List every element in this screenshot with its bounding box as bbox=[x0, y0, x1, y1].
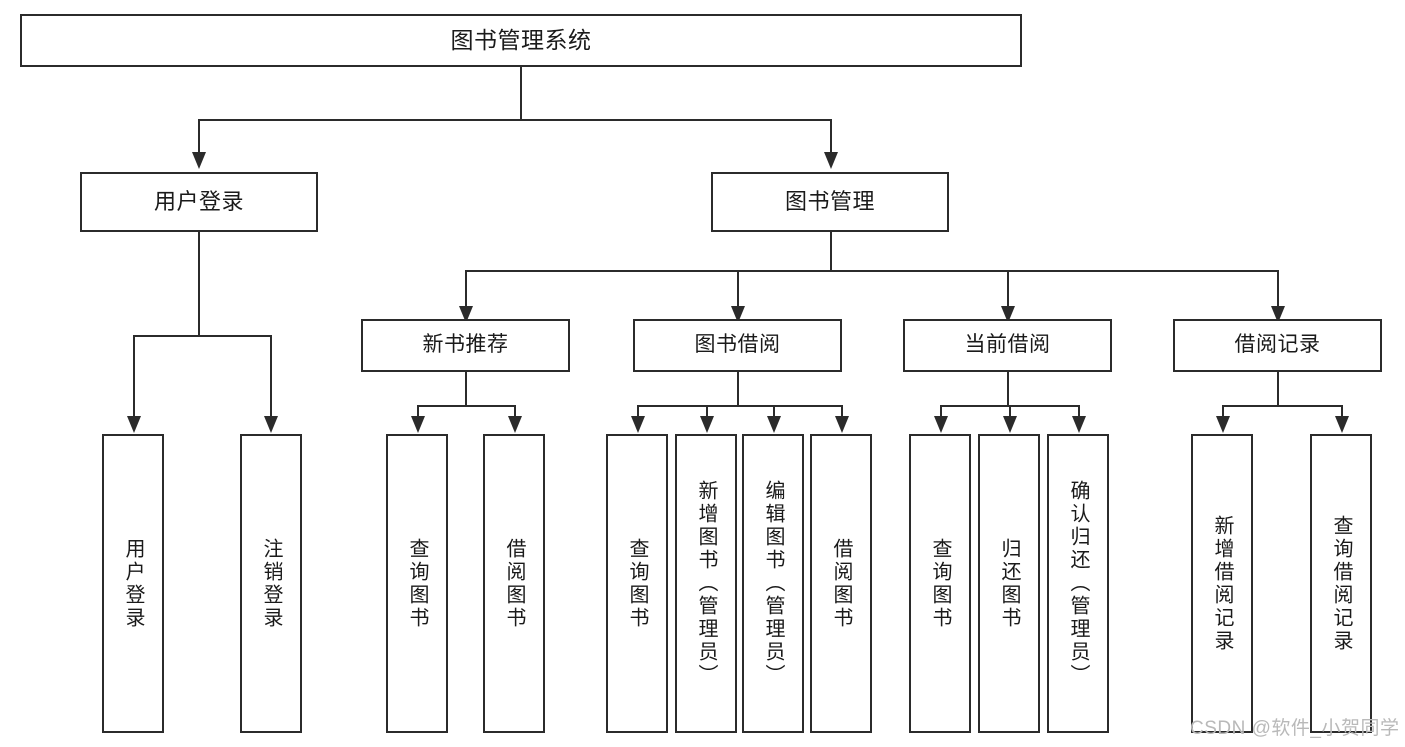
leaf-query-book-borrow[interactable]: 查询图书 bbox=[606, 434, 668, 733]
edge-cb-to-leaf-0 bbox=[940, 405, 942, 418]
node-label: 查询图书 bbox=[929, 537, 951, 630]
edge-current-borrow-stem bbox=[1007, 372, 1009, 405]
edge-bb-to-leaf-2 bbox=[773, 405, 775, 418]
arrow-to-leaf-confirm-return bbox=[1072, 416, 1086, 433]
node-label: 注销登录 bbox=[260, 537, 282, 630]
arrow-to-new-book-recommend bbox=[459, 306, 473, 323]
leaf-user-login[interactable]: 用户登录 bbox=[102, 434, 164, 733]
edge-bb-to-leaf-0 bbox=[637, 405, 639, 418]
node-label: 图书管理 bbox=[784, 189, 875, 215]
node-label: 新书推荐 bbox=[422, 333, 509, 357]
node-label: 确认归还（管理员） bbox=[1067, 480, 1089, 687]
node-label: 查询借阅记录 bbox=[1330, 514, 1352, 653]
edge-br-to-leaf-1 bbox=[1341, 405, 1343, 418]
edge-bb-to-leaf-3 bbox=[841, 405, 843, 418]
edge-cb-to-leaf-1 bbox=[1009, 405, 1011, 418]
arrow-to-leaf-query-book-b bbox=[631, 416, 645, 433]
node-label: 借阅图书 bbox=[830, 537, 852, 630]
edge-new-book-distributor bbox=[417, 405, 514, 407]
arrow-to-leaf-borrow-book-b bbox=[835, 416, 849, 433]
node-new-book-recommend[interactable]: 新书推荐 bbox=[361, 319, 570, 372]
edge-cb-to-leaf-2 bbox=[1078, 405, 1080, 418]
edge-bb-to-leaf-1 bbox=[706, 405, 708, 418]
node-label: 归还图书 bbox=[998, 537, 1020, 630]
arrow-to-leaf-return-book bbox=[1003, 416, 1017, 433]
edge-borrow-record-distributor bbox=[1222, 405, 1341, 407]
leaf-query-borrow-record[interactable]: 查询借阅记录 bbox=[1310, 434, 1372, 733]
arrow-to-leaf-logout bbox=[264, 416, 278, 433]
edge-user-login-to-leaf-1 bbox=[270, 335, 272, 418]
edge-book-management-distributor bbox=[465, 270, 1278, 272]
arrow-to-book-management bbox=[824, 152, 838, 169]
edge-bm-to-book-borrow bbox=[737, 270, 739, 308]
leaf-logout[interactable]: 注销登录 bbox=[240, 434, 302, 733]
edge-br-to-leaf-0 bbox=[1222, 405, 1224, 418]
edge-new-book-stem bbox=[465, 372, 467, 405]
node-book-borrow[interactable]: 图书借阅 bbox=[633, 319, 842, 372]
arrow-to-leaf-query-book-a bbox=[411, 416, 425, 433]
edge-bm-to-current-borrow bbox=[1007, 270, 1009, 308]
arrow-to-leaf-query-book-c bbox=[934, 416, 948, 433]
arrow-to-borrow-record bbox=[1271, 306, 1285, 323]
edge-root-distributor bbox=[198, 119, 832, 121]
edge-root-to-user-login bbox=[198, 119, 200, 152]
node-label: 图书管理系统 bbox=[450, 26, 592, 53]
edge-user-login-to-leaf-0 bbox=[133, 335, 135, 418]
edge-book-borrow-distributor bbox=[637, 405, 843, 407]
node-book-management[interactable]: 图书管理 bbox=[711, 172, 949, 232]
node-label: 新增图书（管理员） bbox=[695, 480, 717, 687]
edge-bm-to-new-book bbox=[465, 270, 467, 308]
node-label: 用户登录 bbox=[153, 189, 244, 215]
arrow-to-leaf-add-book bbox=[700, 416, 714, 433]
arrow-to-leaf-user-login bbox=[127, 416, 141, 433]
csdn-watermark: CSDN @软件_小贺同学 bbox=[1190, 713, 1399, 740]
node-user-login[interactable]: 用户登录 bbox=[80, 172, 318, 232]
edge-borrow-record-stem bbox=[1277, 372, 1279, 405]
node-label: 借阅图书 bbox=[503, 537, 525, 630]
node-label: 查询图书 bbox=[406, 537, 428, 630]
leaf-borrow-book[interactable]: 借阅图书 bbox=[810, 434, 872, 733]
node-label: 图书借阅 bbox=[694, 333, 781, 357]
leaf-query-book-recommend[interactable]: 查询图书 bbox=[386, 434, 448, 733]
watermark-text: CSDN @软件_小贺同学 bbox=[1190, 718, 1400, 739]
arrow-to-current-borrow bbox=[1001, 306, 1015, 323]
leaf-add-book-admin[interactable]: 新增图书（管理员） bbox=[675, 434, 737, 733]
edge-book-management-stem bbox=[830, 232, 832, 271]
edge-bm-to-borrow-record bbox=[1277, 270, 1279, 308]
node-label: 借阅记录 bbox=[1234, 333, 1321, 357]
arrow-to-book-borrow bbox=[731, 306, 745, 323]
leaf-edit-book-admin[interactable]: 编辑图书（管理员） bbox=[742, 434, 804, 733]
edge-user-login-distributor bbox=[133, 335, 270, 337]
edge-new-book-to-leaf-1 bbox=[514, 405, 516, 418]
node-label: 当前借阅 bbox=[964, 333, 1051, 357]
node-label: 用户登录 bbox=[122, 537, 144, 630]
edge-root-to-book-management bbox=[830, 119, 832, 152]
leaf-borrow-book-recommend[interactable]: 借阅图书 bbox=[483, 434, 545, 733]
node-current-borrow[interactable]: 当前借阅 bbox=[903, 319, 1112, 372]
node-book-management-system[interactable]: 图书管理系统 bbox=[20, 14, 1022, 67]
arrow-to-leaf-add-record bbox=[1216, 416, 1230, 433]
node-label: 新增借阅记录 bbox=[1211, 514, 1233, 653]
leaf-return-book[interactable]: 归还图书 bbox=[978, 434, 1040, 733]
node-borrow-record[interactable]: 借阅记录 bbox=[1173, 319, 1382, 372]
node-label: 编辑图书（管理员） bbox=[762, 480, 784, 687]
arrow-to-leaf-edit-book bbox=[767, 416, 781, 433]
leaf-confirm-return-admin[interactable]: 确认归还（管理员） bbox=[1047, 434, 1109, 733]
arrow-to-leaf-query-record bbox=[1335, 416, 1349, 433]
edge-book-borrow-stem bbox=[737, 372, 739, 405]
arrow-to-leaf-borrow-book-a bbox=[508, 416, 522, 433]
edge-user-login-stem bbox=[198, 232, 200, 335]
leaf-query-book-current[interactable]: 查询图书 bbox=[909, 434, 971, 733]
edge-new-book-to-leaf-0 bbox=[417, 405, 419, 418]
edge-root-stem bbox=[520, 67, 522, 119]
leaf-add-borrow-record[interactable]: 新增借阅记录 bbox=[1191, 434, 1253, 733]
node-label: 查询图书 bbox=[626, 537, 648, 630]
arrow-to-user-login bbox=[192, 152, 206, 169]
